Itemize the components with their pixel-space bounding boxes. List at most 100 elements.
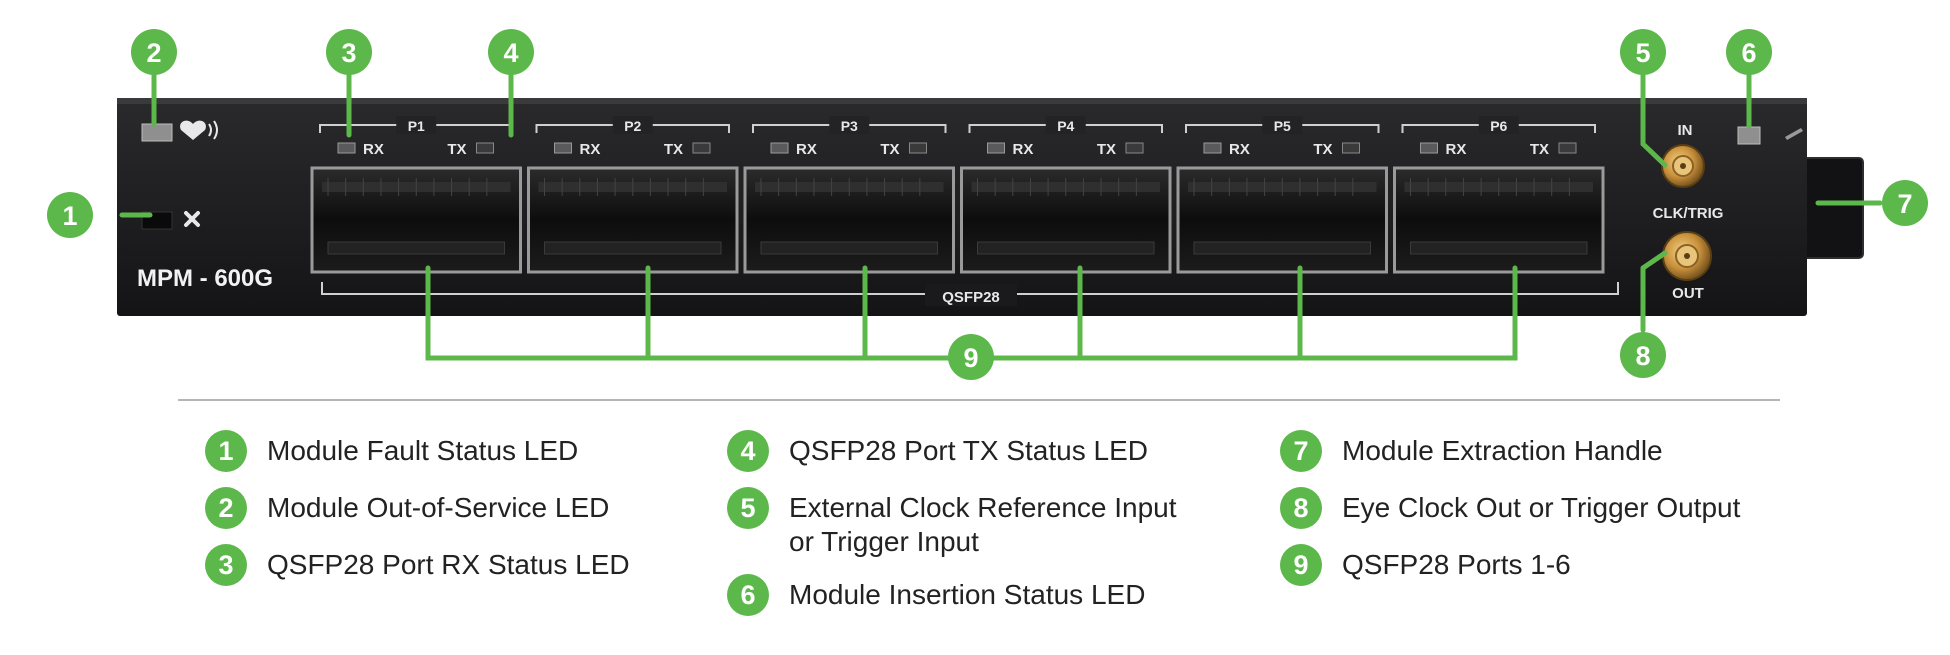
legend-text-line: QSFP28 Port RX Status LED [267,549,630,580]
rx-led [1203,142,1222,154]
model-label: MPM - 600G [137,265,273,292]
tx-label: TX [664,141,683,158]
legend-description: Module Out-of-Service LED [267,487,609,525]
legend-description: QSFP28 Ports 1-6 [1342,544,1571,582]
svg-text:4: 4 [503,38,518,68]
tx-led [476,142,494,154]
tx-label: TX [1530,141,1549,158]
legend-column-3: 7 Module Extraction Handle 8 Eye Clock Out… [1280,430,1740,601]
rx-led [987,142,1005,154]
rx-label: RX [580,141,601,158]
svg-text:1: 1 [62,201,77,231]
out-of-service-led [141,123,173,142]
legend-text-line: External Clock Reference Input [789,492,1177,523]
legend-item: 6 Module Insertion Status LED [727,574,1177,616]
legend-number-badge: 9 [1280,544,1322,586]
legend-description: Module Fault Status LED [267,430,578,468]
legend-item: 2 Module Out-of-Service LED [205,487,630,529]
svg-text:5: 5 [1635,38,1650,68]
tx-led [909,142,927,154]
pencil-icon [1785,128,1803,140]
svg-text:9: 9 [963,343,978,373]
legend-text-line: Module Extraction Handle [1342,435,1663,466]
rx-led [337,142,356,154]
legend-description: QSFP28 Port TX Status LED [789,430,1148,468]
x-icon [184,211,200,227]
rx-label: RX [1229,141,1250,158]
legend-description: Module Extraction Handle [1342,430,1663,468]
rx-label: RX [796,141,817,158]
tx-led [692,142,711,154]
tx-label: TX [447,141,466,158]
legend-number-badge: 6 [727,574,769,616]
rx-led [770,142,789,154]
tx-label: TX [880,141,899,158]
callout-6: 6 [1726,29,1772,75]
clk-out-connector[interactable] [1662,231,1712,281]
callout-3: 3 [326,29,372,75]
port-name-label: P5 [1274,118,1291,134]
rx-label: RX [1446,141,1467,158]
legend-text-line: QSFP28 Port TX Status LED [789,435,1148,466]
legend-column-2: 4 QSFP28 Port TX Status LED 5 External Clo… [727,430,1177,631]
rx-label: RX [1013,141,1034,158]
legend-number-badge: 5 [727,487,769,529]
tx-led [1125,142,1144,154]
rx-led [1420,142,1438,154]
port-name-label: P2 [624,118,641,134]
legend-number-badge: 4 [727,430,769,472]
legend-text-line: Module Insertion Status LED [789,579,1146,610]
callout-9: 9 [948,334,994,380]
heart-signal-icon [180,120,218,140]
tx-label: TX [1313,141,1332,158]
tx-led [1558,142,1577,154]
callout-2: 2 [131,29,177,75]
legend-item: 4 QSFP28 Port TX Status LED [727,430,1177,472]
svg-text:8: 8 [1635,341,1650,371]
callout-7: 7 [1882,180,1928,226]
tx-led [1342,142,1360,154]
tx-label: TX [1097,141,1116,158]
legend-number-badge: 8 [1280,487,1322,529]
callout-5: 5 [1620,29,1666,75]
callout-badges: 1 2 3 4 5 6 7 8 9 [47,29,1928,380]
callout-4: 4 [488,29,534,75]
legend-item: 8 Eye Clock Out or Trigger Output [1280,487,1740,529]
clk-in-connector[interactable] [1661,144,1705,188]
legend-item: 7 Module Extraction Handle [1280,430,1740,472]
legend-number-badge: 2 [205,487,247,529]
rx-label: RX [363,141,384,158]
in-label: IN [1678,122,1693,139]
out-label: OUT [1672,285,1704,302]
legend-item: 9 QSFP28 Ports 1-6 [1280,544,1740,586]
legend-text-line: Module Fault Status LED [267,435,579,466]
port-name-label: P3 [841,118,858,134]
legend-text-line: Module Out-of-Service LED [267,492,610,523]
legend-number-badge: 7 [1280,430,1322,472]
port-name-label: P1 [408,118,425,134]
legend-text-line: Eye Clock Out or Trigger Output [1342,492,1741,523]
legend-description: Module Insertion Status LED [789,574,1145,612]
svg-text:7: 7 [1897,189,1912,219]
qsfp28-label: QSFP28 [942,289,1000,306]
callout-8: 8 [1620,332,1666,378]
legend-text-line: or Trigger Input [789,526,979,557]
port-name-label: P6 [1490,118,1507,134]
svg-text:3: 3 [341,38,356,68]
legend-text-line: QSFP28 Ports 1-6 [1342,549,1571,580]
port-name-label: P4 [1057,118,1074,134]
svg-text:2: 2 [146,38,161,68]
legend-description: Eye Clock Out or Trigger Output [1342,487,1740,525]
